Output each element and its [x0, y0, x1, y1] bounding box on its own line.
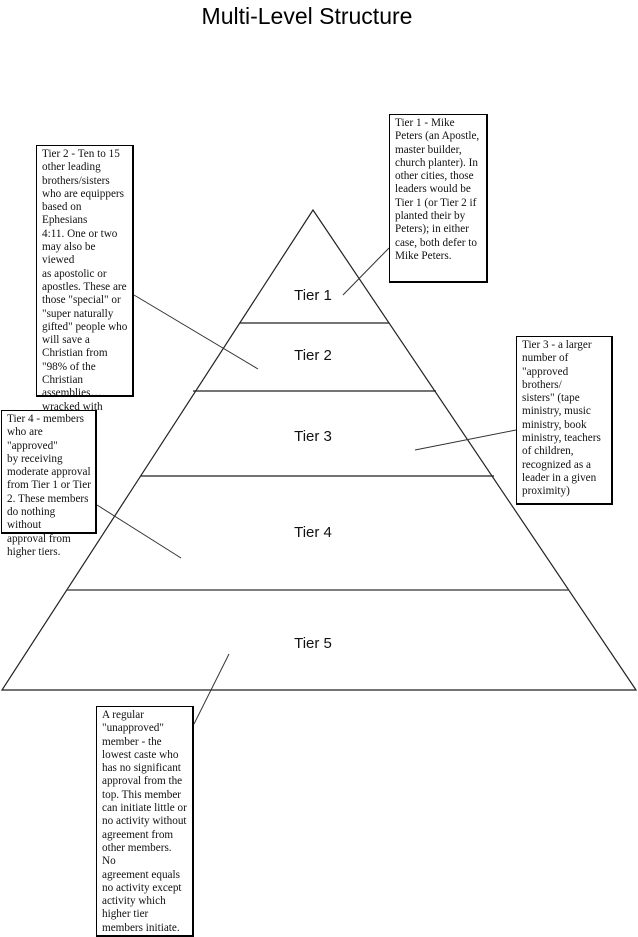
- tier-5-label: Tier 5: [294, 635, 332, 652]
- tier-3-label: Tier 3: [294, 428, 332, 445]
- tier-3-annotation: Tier 3 - a larger number of "approved br…: [516, 336, 613, 505]
- callout-line-tier5: [193, 653, 230, 725]
- pyramid-outline: [0, 208, 638, 691]
- tier-4-annotation: Tier 4 - members who are "approved" by r…: [1, 410, 97, 558]
- tier-2-annotation: Tier 2 - Ten to 15 other leading brother…: [36, 145, 134, 426]
- callout-line-tier1: [342, 247, 390, 296]
- diagram-title: Multi-Level Structure: [201, 3, 413, 29]
- tier-2-label: Tier 2: [294, 347, 332, 364]
- callout-line-tier4: [96, 504, 182, 559]
- callout-line-tier2: [133, 294, 259, 370]
- tier-1-label: Tier 1: [294, 287, 332, 304]
- tier-4-label: Tier 4: [294, 524, 332, 541]
- callout-line-tier3: [414, 429, 517, 451]
- tier-1-annotation: Tier 1 - Mike Peters (an Apostle, master…: [389, 114, 488, 283]
- tier-5-annotation: A regular "unapproved" member - the lowe…: [96, 706, 194, 937]
